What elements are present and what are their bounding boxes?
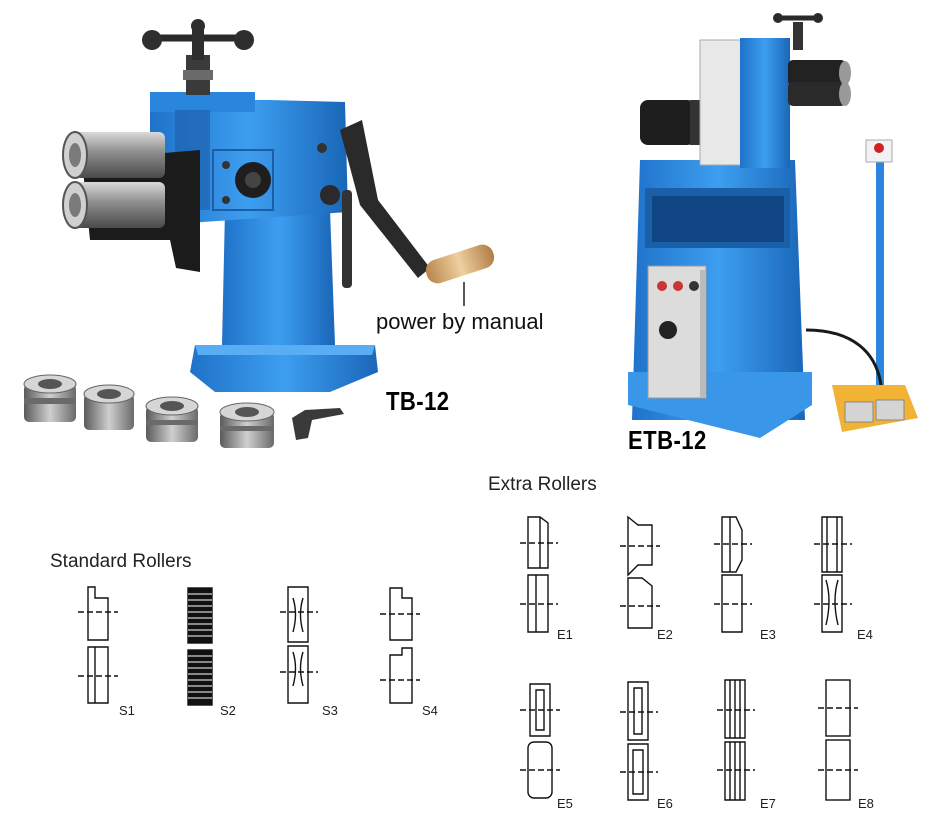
diagram-e5 (520, 683, 560, 799)
diagram-s1 (78, 586, 118, 704)
model-etb12-label: ETB-12 (628, 425, 707, 455)
diagram-e1 (520, 516, 558, 633)
roller-label-e8: E8 (858, 796, 874, 811)
power-by-manual-label: power by manual (376, 309, 544, 334)
diagram-e8 (818, 679, 858, 801)
diagram-s3 (280, 586, 318, 704)
standard-roller-diagrams (78, 586, 420, 706)
tb12-machine-image (62, 19, 495, 392)
model-tb12-label: TB-12 (386, 386, 450, 416)
roller-label-e1: E1 (557, 627, 573, 642)
diagram-s4 (380, 587, 420, 704)
roller-label-e7: E7 (760, 796, 776, 811)
diagram-e2 (620, 515, 660, 629)
diagram-e3 (714, 516, 752, 633)
standard-rollers-title: Standard Rollers (50, 551, 192, 572)
roller-label-e3: E3 (760, 627, 776, 642)
diagram-e7 (717, 679, 755, 801)
roller-label-e5: E5 (557, 796, 573, 811)
roller-set-image (23, 374, 344, 448)
roller-label-s3: S3 (322, 703, 338, 718)
roller-label-e4: E4 (857, 627, 873, 642)
extra-rollers-title: Extra Rollers (488, 474, 597, 495)
roller-label-s1: S1 (119, 703, 135, 718)
diagram-e4 (814, 516, 852, 633)
roller-label-s2: S2 (220, 703, 236, 718)
roller-label-e6: E6 (657, 796, 673, 811)
extra-roller-diagrams (520, 515, 858, 801)
roller-label-e2: E2 (657, 627, 673, 642)
diagram-s2 (187, 587, 213, 706)
etb12-machine-image (628, 13, 918, 438)
roller-label-s4: S4 (422, 703, 438, 718)
diagram-e6 (620, 681, 658, 801)
